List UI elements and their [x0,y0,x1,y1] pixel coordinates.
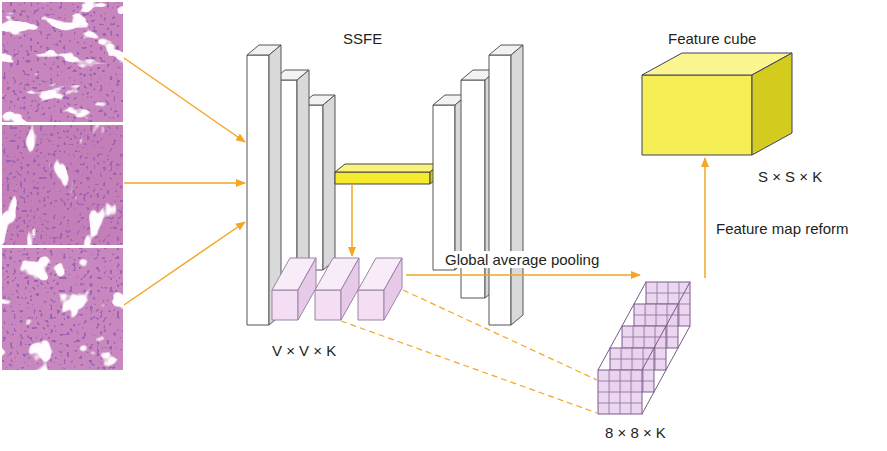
node-label: SSFE [343,30,382,47]
dashed-leaders [341,290,597,413]
flow-arrow [351,184,353,256]
pooled-cube-node: 8 × 8 × K [596,270,711,448]
node-label: V × V × K [272,342,336,359]
flow-arrow [406,274,640,276]
node-label: Feature cube [668,30,756,47]
feature-map-node: V × V × K [268,250,408,365]
edge-label: Feature map reform [714,220,851,237]
node-label: S × S × K [758,168,822,185]
tissue-image [2,125,123,245]
tissue-image [2,248,123,370]
node-label: 8 × 8 × K [605,424,666,441]
encoder-decoder [247,45,523,325]
feature-maps [272,258,402,320]
encoder-decoder-node: SSFE [243,28,525,326]
tissue-image [2,2,123,122]
feature-cube [642,53,792,155]
pooled-grid-cube [598,282,690,414]
edge-label: Global average pooling [443,251,601,268]
feature-cube-node: Feature cube S × S × K [640,28,840,193]
histology-images [2,2,123,370]
flow-arrow [704,158,706,278]
input-arrows [124,58,245,305]
